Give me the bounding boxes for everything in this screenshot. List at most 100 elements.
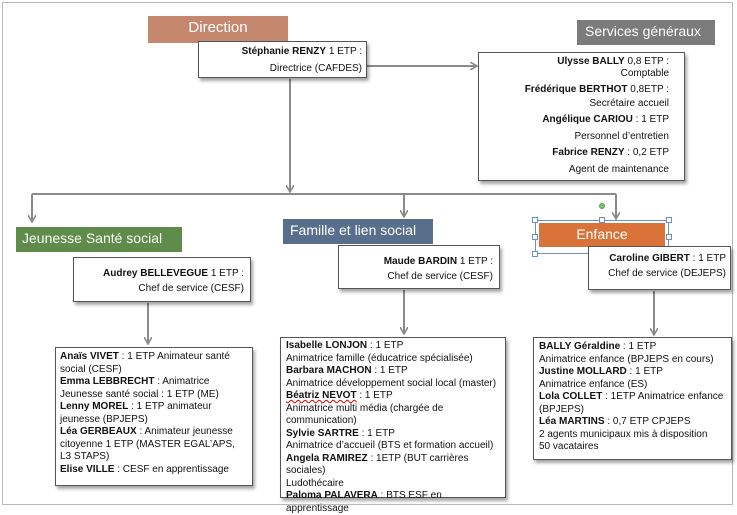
enfance-staff-desc: : 1ETP Animatrice enfance (BPJEPS): [539, 391, 724, 415]
famille-staff-role: Animatrice famille (éducatrice spécialis…: [286, 352, 473, 364]
list-item: Béatriz NEVOT : 1 ETP: [286, 390, 500, 403]
enfance-staff-role: Animatrice enfance (ES): [539, 378, 648, 390]
list-item: Anaïs VIVET : 1 ETP Animateur santé soci…: [60, 351, 248, 376]
direction-name: Stéphanie RENZY: [241, 46, 327, 57]
list-item: BALLY Géraldine : 1 ETP: [539, 341, 726, 354]
services-staff-etp: 0,8ETP :: [627, 84, 669, 95]
jeunesse-header: Jeunesse Santé social: [16, 227, 182, 252]
list-item: Isabelle LONJON : 1 ETP: [286, 340, 500, 353]
services-staff-role: Secrétaire accueil: [589, 98, 669, 109]
enfance-extra: 2 agents municipaux mis à disposition: [539, 428, 708, 440]
enfance-header: Enfance: [539, 223, 665, 247]
services-header: Services généraux: [577, 20, 715, 45]
famille-staff-role: Ludothécaire: [286, 477, 344, 489]
enfance-title: Enfance: [576, 226, 628, 242]
services-staff-name: Frédérique BERTHOT: [524, 84, 628, 95]
jeunesse-staff-name: Emma LEBBRECHT: [60, 376, 155, 387]
enfance-lead-role: Chef de service (DEJEPS): [608, 268, 726, 279]
enfance-staff-name: Léa MARTINS: [539, 416, 605, 427]
enfance-staff-name: BALLY Géraldine: [539, 341, 621, 352]
services-staff-name: Angélique CARIOU: [542, 114, 633, 125]
famille-staff-role: Animatrice multi média (chargée de commu…: [286, 402, 444, 427]
direction-role: Directrice (CAFDES): [269, 63, 362, 74]
famille-staff-etp: : 1ETP (BUT carrières sociales): [286, 452, 469, 477]
resize-handle[interactable]: [532, 234, 538, 240]
enfance-staff-name: Lola COLLET: [539, 391, 603, 402]
direction-title: Direction: [188, 19, 248, 36]
list-item: Léa GERBEAUX : Animateur jeunesse citoye…: [60, 426, 248, 464]
list-item: Barbara MACHON : 1 ETP: [286, 365, 500, 378]
resize-handle[interactable]: [666, 217, 672, 223]
list-item: Paloma PALAVERA : BTS ESF en apprentissa…: [286, 490, 500, 515]
enfance-staff-desc: : 1 ETP: [620, 341, 657, 352]
jeunesse-staff-desc: : Animatrice Jeunesse santé social : 1 E…: [60, 376, 219, 400]
services-title: Services généraux: [585, 23, 701, 39]
enfance-staff-box: BALLY Géraldine : 1 ETP Animatrice enfan…: [533, 337, 732, 460]
services-box: Ulysse BALLY 0,8 ETP : Comptable Frédéri…: [478, 52, 685, 181]
famille-staff-etp: : 1 ETP: [371, 365, 408, 376]
famille-staff-name: Isabelle LONJON: [286, 340, 368, 351]
famille-staff-name: Barbara MACHON: [286, 365, 372, 376]
enfance-lead-box: Caroline GIBERT : 1 ETP Chef de service …: [588, 246, 731, 290]
list-item: Elise VILLE : CESF en apprentissage: [60, 464, 248, 477]
jeunesse-lead-box: Audrey BELLEVEGUE 1 ETP : Chef de servic…: [73, 257, 251, 302]
list-item: Lenny MOREL : 1 ETP animateur jeunesse (…: [60, 401, 248, 426]
famille-staff-etp: : 1 ETP: [358, 427, 395, 439]
enfance-extra: 50 vacataires: [539, 441, 599, 452]
enfance-staff-role: Animatrice enfance (BPJEPS en cours): [539, 353, 714, 365]
enfance-staff-desc: : 1 ETP: [626, 366, 663, 377]
enfance-staff-name: Justine MOLLARD: [539, 366, 627, 377]
list-item: Léa MARTINS : 0,7 ETP CPJEPS: [539, 416, 726, 429]
jeunesse-staff-name: Elise VILLE: [60, 463, 115, 475]
famille-staff-box: Isabelle LONJON : 1 ETP Animatrice famil…: [280, 337, 506, 514]
famille-title: Famille et lien social: [290, 222, 417, 238]
famille-staff-role: Animatrice développement social local (m…: [286, 377, 497, 389]
resize-handle[interactable]: [532, 217, 538, 223]
jeunesse-staff-name: Léa GERBEAUX: [60, 426, 137, 437]
list-item: Angela RAMIREZ : 1ETP (BUT carrières soc…: [286, 453, 500, 478]
jeunesse-staff-desc: : Animateur jeunesse citoyenne 1 ETP (MA…: [60, 426, 235, 462]
jeunesse-lead-role: Chef de service (CESF): [138, 283, 244, 294]
direction-etp: 1 ETP :: [326, 46, 362, 57]
jeunesse-staff-name: Lenny MOREL: [60, 401, 129, 412]
services-staff-role: Personnel d’entretien: [574, 131, 669, 142]
famille-staff-etp: : 1 ETP: [356, 390, 393, 401]
jeunesse-lead-etp: 1 ETP :: [208, 268, 244, 279]
services-staff-name: Fabrice RENZY: [552, 147, 625, 158]
list-item: Emma LEBBRECHT : Animatrice Jeunesse san…: [60, 376, 248, 401]
services-staff-etp: : 1 ETP: [632, 114, 669, 125]
services-staff-etp: 0,8 ETP :: [624, 56, 669, 67]
famille-staff-name: Paloma PALAVERA: [286, 490, 378, 501]
famille-lead-etp: 1 ETP :: [457, 256, 493, 267]
jeunesse-staff-desc: : CESF en apprentissage: [114, 463, 229, 475]
enfance-lead-etp: : 1 ETP: [689, 253, 726, 264]
famille-staff-name: Angela RAMIREZ: [286, 452, 368, 464]
jeunesse-staff-desc: : 1 ETP Animateur santé social (CESF): [60, 351, 230, 375]
famille-lead-role: Chef de service (CESF): [387, 271, 493, 282]
direction-header: Direction: [148, 16, 288, 43]
jeunesse-staff-box: Anaïs VIVET : 1 ETP Animateur santé soci…: [55, 347, 253, 486]
resize-handle[interactable]: [532, 251, 538, 257]
direction-box: Stéphanie RENZY 1 ETP : Directrice (CAFD…: [198, 41, 367, 78]
list-item: Sylvie SARTRE : 1 ETP: [286, 428, 500, 441]
jeunesse-title: Jeunesse Santé social: [22, 230, 163, 246]
famille-staff-etp: : 1 ETP: [367, 340, 404, 351]
list-item: Lola COLLET : 1ETP Animatrice enfance (B…: [539, 391, 726, 416]
famille-lead-box: Maude BARDIN 1 ETP : Chef de service (CE…: [338, 245, 500, 289]
famille-staff-name: Béatriz NEVOT: [286, 390, 357, 401]
jeunesse-staff-desc: : 1 ETP animateur jeunesse (BPJEPS): [60, 401, 212, 425]
rotate-handle[interactable]: [599, 203, 605, 209]
famille-header: Famille et lien social: [283, 219, 433, 244]
enfance-staff-desc: : 0,7 ETP CPJEPS: [604, 416, 691, 427]
resize-handle[interactable]: [599, 217, 605, 223]
famille-staff-etp: : BTS ESF en apprentissage: [286, 490, 442, 514]
jeunesse-lead-name: Audrey BELLEVEGUE: [103, 268, 209, 279]
enfance-lead-name: Caroline GIBERT: [609, 253, 690, 264]
services-staff-etp: : 0,2 ETP: [624, 147, 669, 158]
services-staff-role: Agent de maintenance: [568, 164, 669, 175]
famille-staff-role: Animatrice d’accueil (BTS et formation a…: [286, 440, 494, 451]
services-staff-name: Ulysse BALLY: [557, 56, 625, 67]
resize-handle[interactable]: [666, 234, 672, 240]
page-frame: [2, 2, 733, 505]
